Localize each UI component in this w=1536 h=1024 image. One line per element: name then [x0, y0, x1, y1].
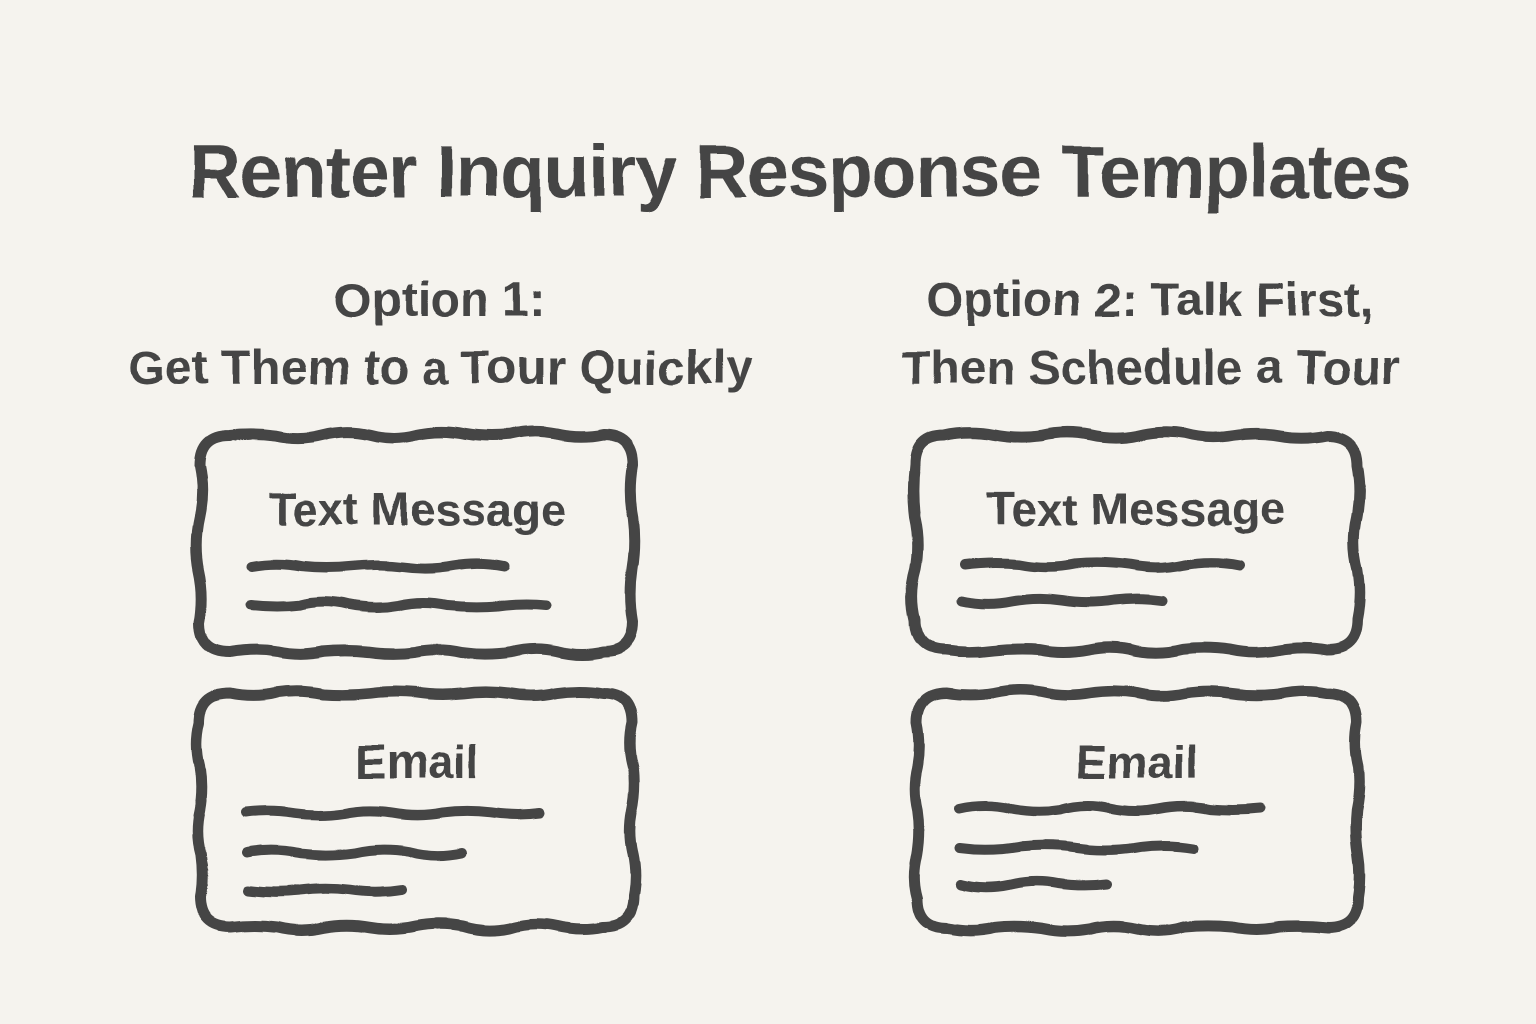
- placeholder-line: [955, 800, 1265, 816]
- option1-heading-line2: Get Them to a Tour Quickly: [128, 342, 752, 395]
- card-border: [191, 685, 641, 936]
- placeholder-line: [957, 593, 1168, 609]
- placeholder-line: [245, 559, 510, 575]
- card-option2-email: Email: [908, 684, 1365, 937]
- card-option1-text-message: Text Message: [191, 426, 641, 661]
- card-option1-email: Email: [191, 685, 641, 936]
- card-label-email: Email: [356, 736, 479, 788]
- option2-heading-line2: Then Schedule a Tour: [901, 342, 1399, 395]
- card-label-email: Email: [1076, 736, 1199, 788]
- placeholder-line: [242, 844, 467, 861]
- placeholder-line: [245, 597, 552, 613]
- card-border: [191, 426, 641, 661]
- card-border: [908, 684, 1365, 937]
- page-title: Renter Inquiry Response Templates: [188, 130, 1412, 213]
- placeholder-line: [955, 840, 1198, 855]
- card-label-text-message: Text Message: [987, 483, 1285, 535]
- placeholder-line: [955, 877, 1113, 894]
- placeholder-line: [241, 805, 545, 821]
- card-border: [906, 426, 1366, 658]
- placeholder-line: [242, 883, 407, 898]
- placeholder-line: [960, 557, 1245, 573]
- option1-heading-line1: Option 1:: [335, 274, 546, 327]
- option2-heading-line1: Option 2: Talk First,: [926, 274, 1373, 327]
- card-option2-text-message: Text Message: [906, 426, 1366, 658]
- card-label-text-message: Text Message: [268, 483, 566, 535]
